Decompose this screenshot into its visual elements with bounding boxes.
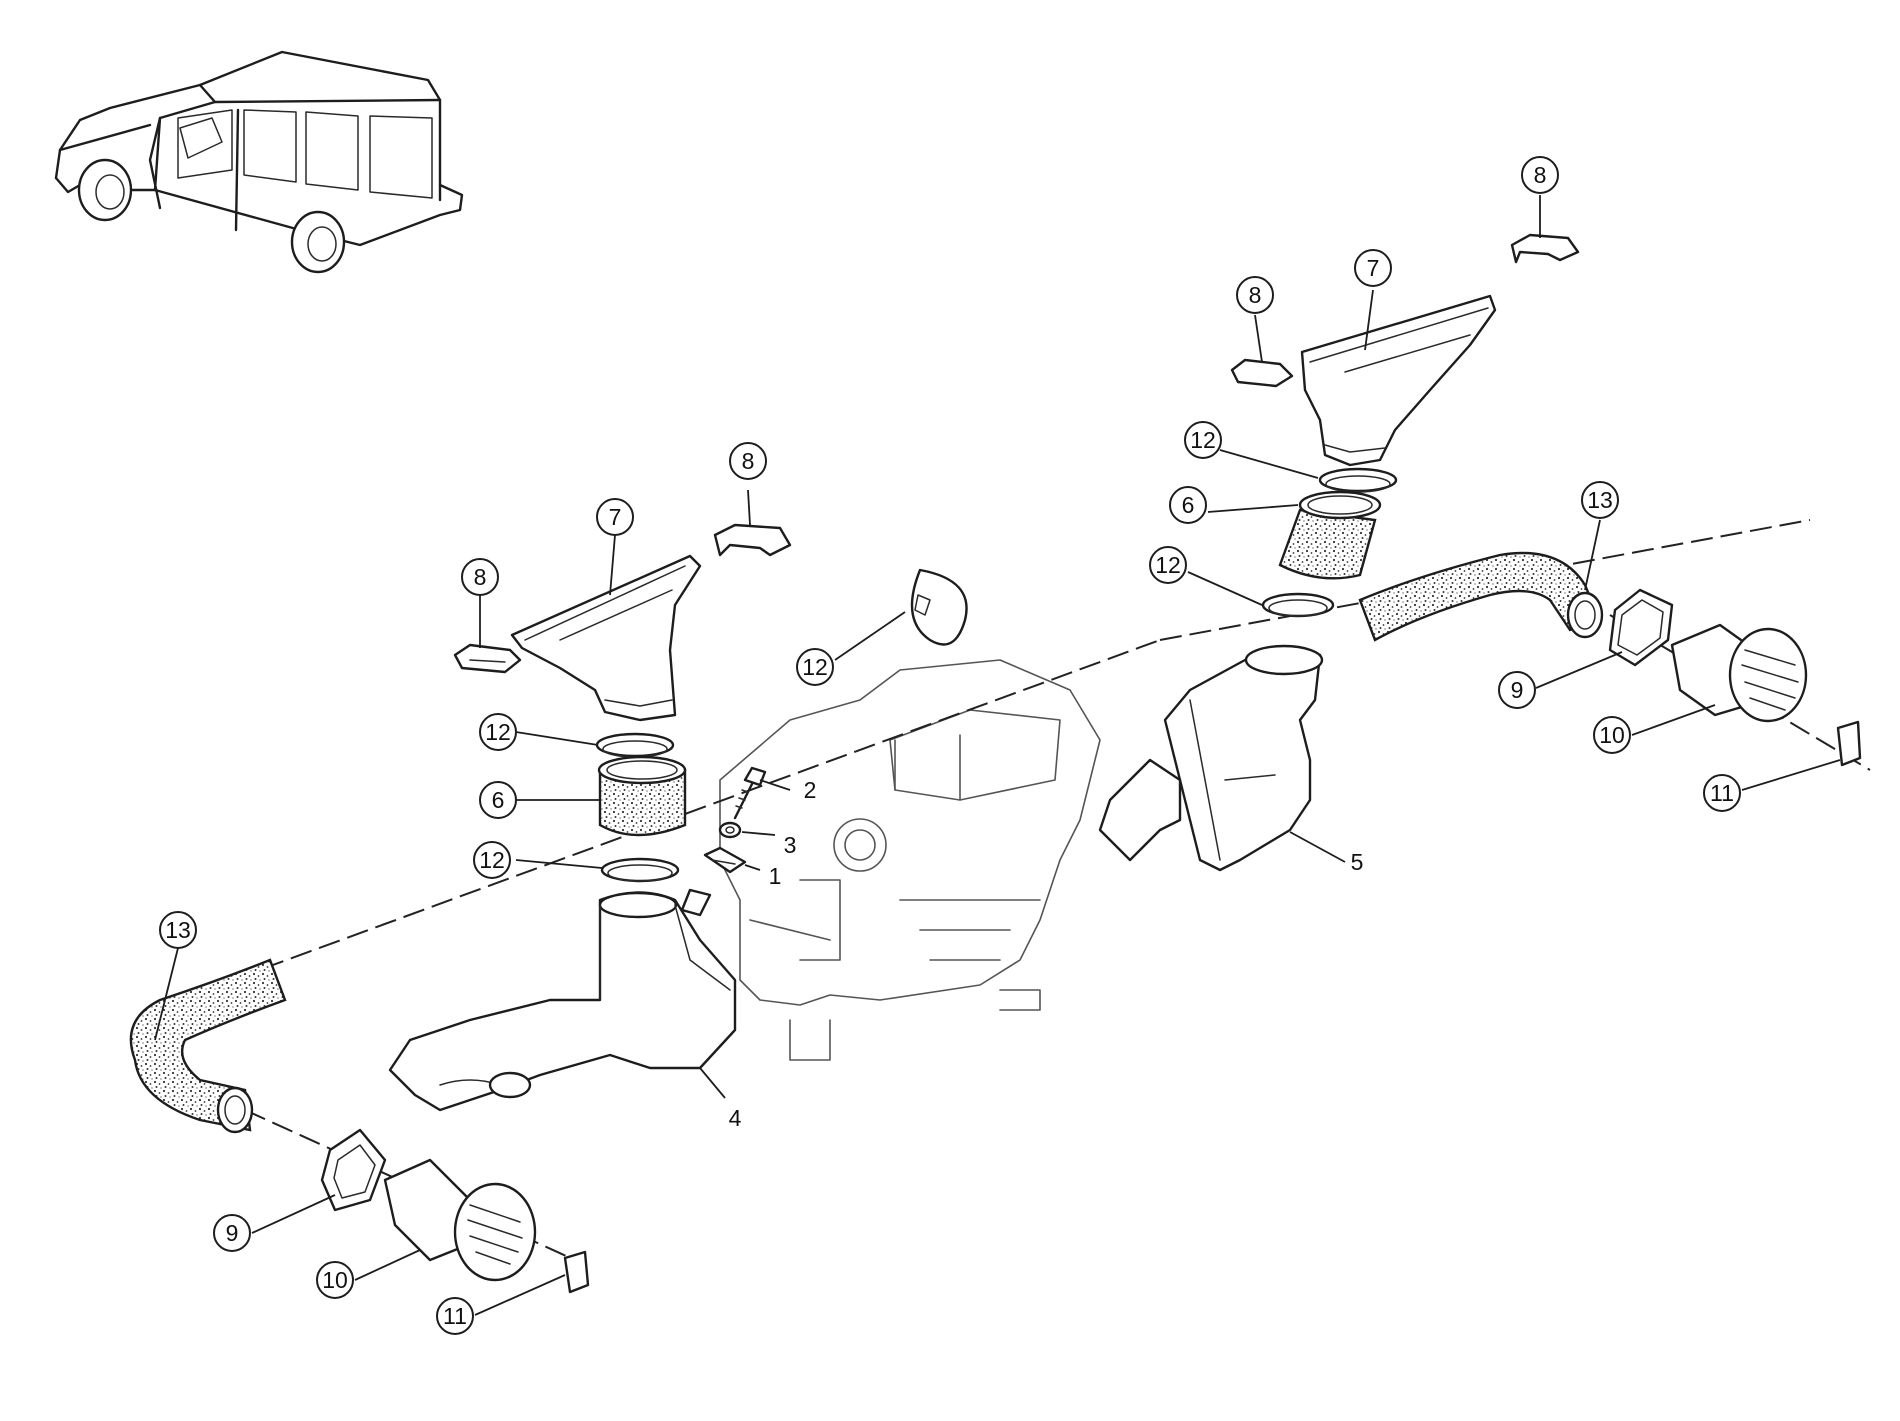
retaining-clip-1 [703, 846, 747, 874]
svg-text:10: 10 [322, 1267, 348, 1293]
vent-nozzle-10-right [1670, 623, 1808, 723]
leader-lines [154, 195, 1841, 1316]
callout-12-left-upper: 12 [479, 713, 517, 751]
svg-text:7: 7 [1367, 255, 1380, 281]
label-2: 2 [804, 777, 817, 803]
hose-clamp-12-loose [910, 568, 968, 646]
hose-clamp-12-left-upper [595, 732, 675, 758]
callout-8-right-a: 8 [1521, 156, 1559, 194]
duct-funnel-7-right [1300, 294, 1497, 467]
svg-text:7: 7 [609, 504, 622, 530]
svg-text:8: 8 [474, 564, 487, 590]
cap-11-left [563, 1250, 590, 1294]
callout-11-right: 11 [1703, 774, 1741, 812]
svg-text:9: 9 [226, 1220, 239, 1246]
callout-6-right: 6 [1169, 486, 1207, 524]
svg-text:6: 6 [492, 787, 505, 813]
callout-10-left: 10 [316, 1261, 354, 1299]
vent-nozzle-10-left [383, 1158, 537, 1282]
callout-8-left-a: 8 [461, 558, 499, 596]
svg-text:13: 13 [1587, 487, 1613, 513]
svg-text:9: 9 [1511, 677, 1524, 703]
label-4: 4 [729, 1105, 742, 1131]
label-1: 1 [769, 863, 782, 889]
cap-11-right [1836, 720, 1862, 767]
svg-text:8: 8 [1534, 162, 1547, 188]
svg-text:12: 12 [479, 847, 505, 873]
callout-8-left-b: 8 [729, 442, 767, 480]
duct-funnel-7-left [510, 554, 702, 722]
svg-text:8: 8 [1249, 282, 1262, 308]
svg-text:6: 6 [1182, 492, 1195, 518]
label-3: 3 [784, 832, 797, 858]
clip-8-left-a [453, 643, 522, 674]
label-5: 5 [1351, 849, 1364, 875]
engine-outline [719, 659, 1101, 1061]
hose-13-left [129, 958, 287, 1134]
vehicle-thumbnail [54, 50, 464, 274]
callout-12-right-lower: 12 [1149, 546, 1187, 584]
svg-text:12: 12 [485, 719, 511, 745]
callout-6-left: 6 [479, 781, 517, 819]
callout-12-left-lower: 12 [473, 841, 511, 879]
gasket-9-right [1608, 588, 1674, 667]
hose-13-right [1358, 551, 1604, 642]
callout-9-left: 9 [213, 1214, 251, 1252]
svg-text:12: 12 [1155, 552, 1181, 578]
sleeve-6-left [597, 755, 687, 837]
callout-12-loose: 12 [796, 648, 834, 686]
screw-2 [733, 766, 767, 820]
washer-3 [718, 821, 742, 839]
hose-clamp-12-left-lower [600, 857, 680, 883]
callout-7-right: 7 [1354, 249, 1392, 287]
hose-clamp-12-right-upper [1318, 467, 1398, 493]
callout-11-left: 11 [436, 1297, 474, 1335]
svg-text:13: 13 [165, 917, 191, 943]
svg-text:12: 12 [1190, 427, 1216, 453]
clip-8-right-b [1230, 358, 1294, 388]
callout-12-right-upper: 12 [1184, 421, 1222, 459]
svg-text:11: 11 [443, 1303, 467, 1329]
svg-text:11: 11 [1710, 780, 1734, 806]
hose-clamp-12-right-lower [1261, 592, 1335, 618]
clip-8-left-b [713, 523, 792, 557]
callout-13-right: 13 [1581, 481, 1619, 519]
clip-8-right-a [1510, 233, 1580, 264]
callout-8-right-b: 8 [1236, 276, 1274, 314]
sleeve-6-right [1278, 490, 1382, 580]
air-duct-5-right [1098, 644, 1324, 872]
svg-text:12: 12 [802, 654, 828, 680]
callout-10-right: 10 [1593, 716, 1631, 754]
air-duct-4-left [388, 888, 737, 1112]
callout-7-left: 7 [596, 498, 634, 536]
gasket-9-left [320, 1128, 387, 1212]
callout-13-left: 13 [159, 911, 197, 949]
callout-9-right: 9 [1498, 671, 1536, 709]
svg-text:10: 10 [1599, 722, 1625, 748]
svg-text:8: 8 [742, 448, 755, 474]
